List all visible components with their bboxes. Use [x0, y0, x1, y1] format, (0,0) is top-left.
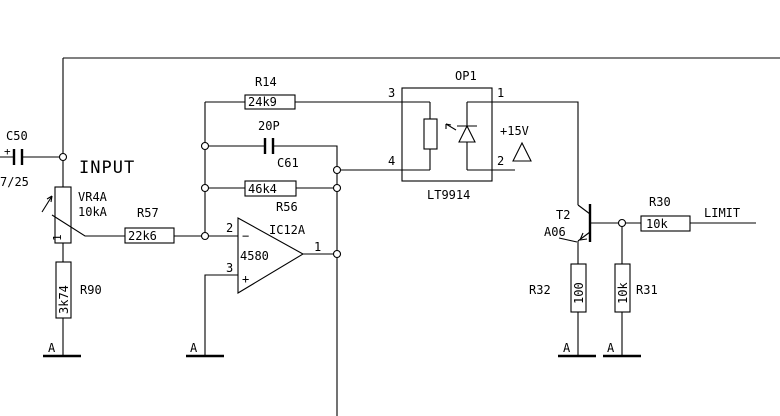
- resistor-r57: 22k6 R57: [124, 206, 175, 244]
- c50-ref: C50: [6, 129, 28, 143]
- t2-part: A06: [544, 225, 566, 239]
- input-label: INPUT: [79, 158, 135, 178]
- junction-dot: [332, 183, 342, 193]
- op1-pin1: 1: [497, 86, 504, 100]
- junction-dot: [617, 218, 627, 228]
- op1-pin2: 2: [497, 154, 504, 168]
- junction-dot: [332, 165, 342, 175]
- junction-dot: [200, 183, 210, 193]
- junction-dot: [200, 141, 210, 151]
- op1-pin3: 3: [388, 86, 395, 100]
- op1-pin4: 4: [388, 154, 395, 168]
- transistor-t2: T2 A06: [544, 204, 592, 242]
- resistor-r14: 24k9 R14: [244, 75, 296, 110]
- r32-value: 100: [572, 282, 586, 304]
- r31-value: 10k: [616, 282, 630, 304]
- capacitor-c50: C50 + 7/25: [0, 129, 29, 189]
- resistor-r30: 10k R30: [640, 195, 691, 232]
- ground-label: A: [563, 341, 571, 355]
- r14-ref: R14: [255, 75, 277, 89]
- op1-ref: OP1: [455, 69, 477, 83]
- junction-dot: [200, 231, 210, 241]
- r31-ref: R31: [636, 283, 658, 297]
- r57-ref: R57: [137, 206, 159, 220]
- ic12a-part: 4580: [240, 249, 269, 263]
- junction-dot: [332, 249, 342, 259]
- opamp-ic12a: IC12A 4580 − + 2 3 1: [226, 217, 321, 294]
- ic12a-pin-out: 1: [314, 240, 321, 254]
- potentiometer-vr4a: VR4A 10kA 1: [41, 186, 108, 244]
- wires: [0, 57, 780, 416]
- junction-dot: [58, 152, 68, 162]
- junction-dots: [58, 141, 627, 259]
- supply-label: +15V: [500, 124, 529, 138]
- ic12a-ref: IC12A: [269, 223, 306, 237]
- ground-symbols: A A A A: [43, 340, 641, 358]
- r30-ref: R30: [649, 195, 671, 209]
- resistor-r56: 46k4 R56: [244, 180, 298, 214]
- ic12a-pin-noninv: 3: [226, 261, 233, 275]
- ic12a-pin-inv: 2: [226, 221, 233, 235]
- ground-symbol: A: [558, 340, 596, 358]
- capacitor-c61: 20P C61: [258, 119, 299, 170]
- op1-part: LT9914: [427, 188, 470, 202]
- ground-symbol: A: [186, 340, 224, 358]
- ic12a-plus: +: [242, 272, 249, 286]
- ground-label: A: [607, 341, 615, 355]
- vr4a-pin: 1: [51, 234, 64, 241]
- resistor-r90: 3k74 R90: [55, 261, 102, 319]
- vr4a-value: 10kA: [78, 205, 108, 219]
- ground-symbol: A: [43, 340, 81, 358]
- ic12a-minus: −: [242, 229, 249, 243]
- resistor-r32: 100 R32: [529, 263, 587, 313]
- resistor-r31: 10k R31: [614, 263, 658, 313]
- ground-symbol: A: [603, 340, 641, 358]
- r57-value: 22k6: [128, 229, 157, 243]
- ground-label: A: [48, 341, 56, 355]
- r14-value: 24k9: [248, 95, 277, 109]
- ground-label: A: [190, 341, 198, 355]
- r30-value: 10k: [646, 217, 668, 231]
- c50-value-fragment: 7/25: [0, 175, 29, 189]
- limit-label: LIMIT: [704, 206, 740, 220]
- optocoupler-op1: OP1 LT9914 3 4 1 2 +15V: [388, 69, 532, 202]
- r56-ref: R56: [276, 200, 298, 214]
- c61-value: 20P: [258, 119, 280, 133]
- r56-value: 46k4: [248, 182, 277, 196]
- r32-ref: R32: [529, 283, 551, 297]
- vr4a-ref: VR4A: [78, 190, 108, 204]
- r90-value: 3k74: [57, 285, 71, 314]
- c61-ref: C61: [277, 156, 299, 170]
- t2-ref: T2: [556, 208, 570, 222]
- c50-plus: +: [4, 145, 11, 158]
- r90-ref: R90: [80, 283, 102, 297]
